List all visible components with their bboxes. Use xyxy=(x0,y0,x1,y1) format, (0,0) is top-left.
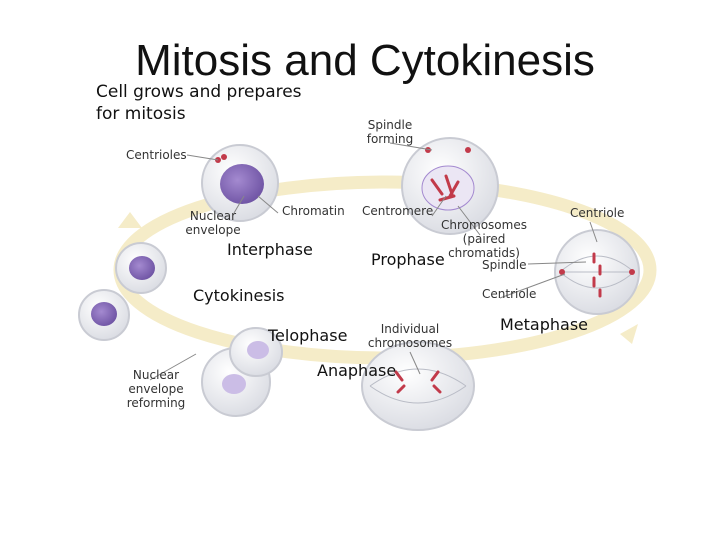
phase-label-metaphase: Metaphase xyxy=(500,315,589,334)
label-individual-chromosomes-line1: Individual xyxy=(380,322,440,336)
label-chromatin: Chromatin xyxy=(282,204,345,218)
intro-line-1: Cell grows and prepares xyxy=(96,82,302,102)
intro-line-2: for mitosis xyxy=(96,104,186,124)
label-centriole-top: Centriole xyxy=(570,206,625,220)
label-spindle-forming-line1: Spindle xyxy=(367,118,413,132)
label-nuclear-envelope-line2: envelope xyxy=(185,223,241,237)
label-chromosomes: Chromosomes (paired chromatids) xyxy=(434,218,534,260)
phase-label-telophase: Telophase xyxy=(268,326,348,345)
label-nuclear-envelope-line1: Nuclear xyxy=(189,209,237,223)
label-nuclear-envelope-reforming-line3: reforming xyxy=(126,396,186,410)
label-nuclear-envelope-reforming: Nuclear envelope reforming xyxy=(122,368,190,410)
phase-label-cytokinesis: Cytokinesis xyxy=(193,286,285,305)
page-title: Mitosis and Cytokinesis xyxy=(135,36,595,85)
label-centrioles: Centrioles xyxy=(126,148,187,162)
label-chromosomes-line3: chromatids) xyxy=(448,246,520,260)
cycle-arrow-right xyxy=(620,324,638,344)
prophase-cell xyxy=(401,137,499,235)
label-centriole-mid: Centriole xyxy=(482,287,537,301)
label-nuclear-envelope-reforming-line2: envelope xyxy=(128,382,184,396)
label-nuclear-envelope: Nuclear envelope xyxy=(178,209,248,237)
anaphase-cell xyxy=(361,341,475,431)
phase-label-prophase: Prophase xyxy=(371,250,445,269)
label-spindle: Spindle xyxy=(482,258,527,272)
leader-lines xyxy=(149,142,598,381)
telophase-cell xyxy=(201,327,283,417)
cytokinesis-cells xyxy=(78,242,167,341)
phase-label-anaphase: Anaphase xyxy=(317,361,397,380)
label-chromosomes-line2: (paired xyxy=(462,232,506,246)
cycle-arrow-left xyxy=(118,212,142,228)
label-individual-chromosomes-line2: chromosomes xyxy=(367,336,453,350)
label-individual-chromosomes: Individual chromosomes xyxy=(364,322,456,350)
label-nuclear-envelope-reforming-line1: Nuclear xyxy=(132,368,180,382)
interphase-cell xyxy=(201,144,279,222)
label-chromosomes-line1: Chromosomes xyxy=(441,218,527,232)
label-centromere: Centromere xyxy=(362,204,434,218)
metaphase-cell xyxy=(554,229,640,315)
label-spindle-forming: Spindle forming xyxy=(356,118,424,146)
label-spindle-forming-line2: forming xyxy=(366,132,414,146)
phase-label-interphase: Interphase xyxy=(227,240,313,259)
